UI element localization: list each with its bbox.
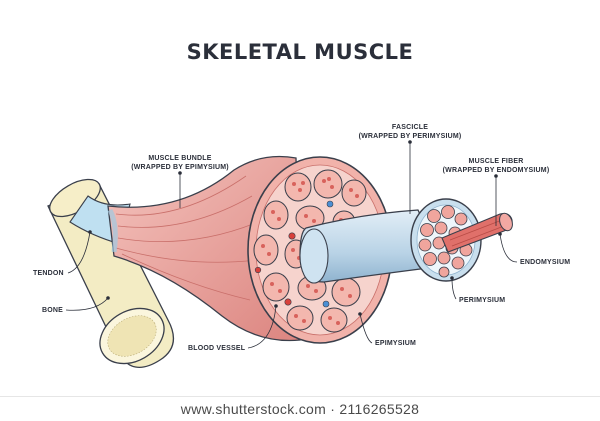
watermark-bar: www.shutterstock.com · 2116265528: [0, 396, 600, 421]
label-bone: BONE: [42, 307, 64, 314]
label-blood-vessel: BLOOD VESSEL: [188, 345, 246, 352]
label-fascicle: FASCICLE (WRAPPED BY PERIMYSIUM): [358, 124, 462, 140]
label-muscle-bundle: MUSCLE BUNDLE (WRAPPED BY EPIMYSIUM): [131, 155, 229, 171]
label-perimysium: PERIMYSIUM: [459, 297, 506, 304]
label-epimysium: EPIMYSIUM: [375, 340, 417, 347]
label-endomysium: ENDOMYSIUM: [520, 259, 571, 266]
leader-lines: [65, 140, 518, 349]
label-muscle-fiber: MUSCLE FIBER (WRAPPED BY ENDOMYSIUM): [442, 158, 550, 174]
diagram-title: SKELETAL MUSCLE: [186, 40, 414, 64]
label-tendon: TENDON: [33, 270, 64, 277]
fascicle-tube: [299, 209, 445, 284]
muscle-fiber-rod: [441, 212, 513, 253]
watermark-text: www.shutterstock.com · 2116265528: [180, 401, 420, 417]
muscle-fiber-group: [418, 205, 474, 278]
